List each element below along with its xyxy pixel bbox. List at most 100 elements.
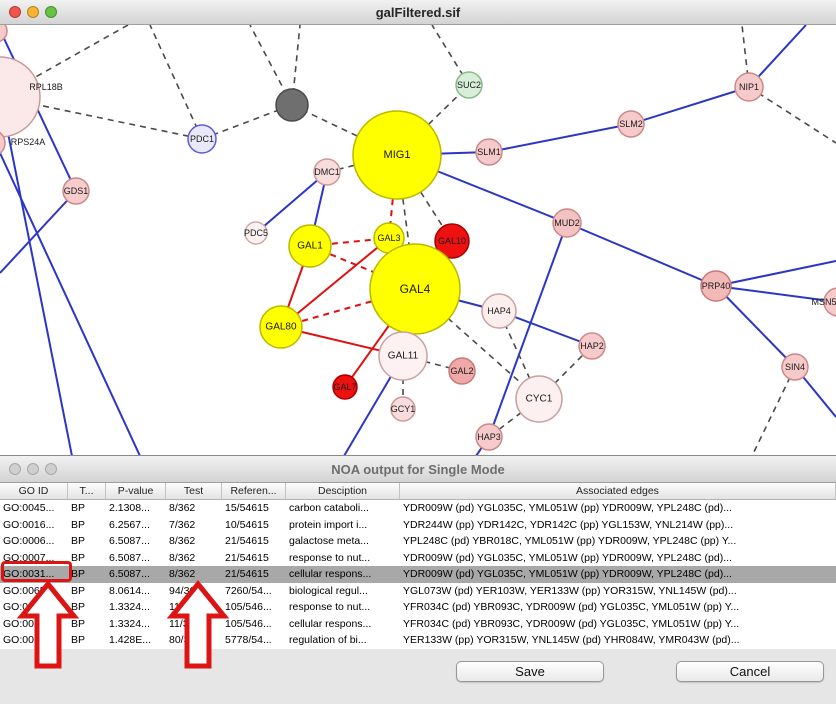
node-label: GDS1 — [64, 186, 89, 196]
node-GAL11[interactable] — [378, 331, 428, 381]
node-gray1[interactable] — [275, 88, 309, 122]
node-SIN4[interactable] — [781, 353, 809, 381]
graph-edge[interactable] — [566, 222, 717, 287]
node-GAL7[interactable] — [332, 374, 358, 400]
node-label: PRP40 — [702, 281, 731, 291]
noa-window-titlebar[interactable]: NOA output for Single Mode — [0, 456, 836, 483]
zoom-button[interactable] — [45, 463, 57, 475]
graph-edge[interactable] — [488, 222, 568, 438]
node-label: RPL18B — [29, 82, 63, 92]
graph-edge[interactable] — [715, 260, 836, 287]
graph-edge[interactable] — [0, 190, 77, 274]
minimize-button[interactable] — [27, 6, 39, 18]
graph-edge[interactable] — [748, 86, 836, 144]
node-label: PDC5 — [244, 228, 268, 238]
column-header-reference[interactable]: Referen... — [222, 483, 286, 499]
cell-associated-edges: YER133W (pp) YOR315W, YNL145W (pd) YHR08… — [403, 634, 740, 646]
node-NIP1[interactable] — [734, 72, 764, 102]
network-graph[interactable]: RPL18BRPS24AGDS1PDC1DMC1MIG1SUC2SLM1SLM2… — [0, 25, 836, 455]
graph-edge[interactable] — [751, 366, 796, 455]
column-header-description[interactable]: Desciption — [286, 483, 400, 499]
cell-go-id: GO:0007... — [3, 551, 55, 564]
node-HAP3[interactable] — [475, 423, 503, 451]
node-PDC5[interactable] — [244, 221, 268, 245]
cell-go-id: GO:0031... — [3, 601, 55, 613]
graph-edge[interactable] — [309, 245, 416, 290]
graph-edge[interactable] — [715, 285, 796, 368]
cell-reference: 5778/54... — [225, 634, 272, 646]
graph-edge[interactable] — [7, 132, 73, 455]
node-SLM1[interactable] — [475, 138, 503, 166]
zoom-button[interactable] — [45, 6, 57, 18]
close-button[interactable] — [9, 463, 21, 475]
node-GAL1[interactable] — [288, 224, 332, 268]
node-PDC1[interactable] — [187, 124, 217, 154]
network-window-titlebar[interactable]: galFiltered.sif — [0, 0, 836, 25]
graph-edge[interactable] — [715, 285, 836, 303]
cell-associated-edges: YDR009W (pd) YGL035C, YML051W (pp) YDR00… — [403, 568, 732, 580]
node-label: MUD2 — [554, 218, 580, 228]
node-GAL4[interactable] — [369, 243, 461, 335]
save-button[interactable]: Save — [456, 661, 604, 682]
node-HAP4[interactable] — [481, 293, 517, 329]
node-CYC1[interactable] — [515, 375, 563, 423]
node-label: GAL11 — [388, 351, 419, 362]
node-MSN5[interactable] — [823, 287, 836, 317]
node-label: HAP4 — [487, 306, 511, 316]
node-DMC1[interactable] — [313, 158, 341, 186]
node-GAL2[interactable] — [448, 357, 476, 385]
node-SUC2[interactable] — [455, 71, 483, 99]
node-GCY1[interactable] — [390, 396, 416, 422]
node-RPS24A[interactable] — [0, 130, 6, 156]
node-HAP2[interactable] — [578, 332, 606, 360]
graph-edge[interactable] — [630, 86, 750, 125]
cell-description: response to nut... — [289, 551, 371, 564]
node-SLM2[interactable] — [617, 110, 645, 138]
node-GDS1[interactable] — [62, 177, 90, 205]
node-corner[interactable] — [0, 25, 8, 43]
graph-edge[interactable] — [255, 171, 328, 234]
cell-p-value: 1.428E... — [109, 634, 152, 646]
graph-edge[interactable] — [0, 152, 141, 455]
column-header-p-value[interactable]: P-value — [106, 483, 166, 499]
cell-go-id: GO:0031... — [3, 568, 55, 580]
node-label: HAP2 — [580, 341, 604, 351]
column-header-go-id[interactable]: GO ID — [0, 483, 68, 499]
column-header-associated-edges[interactable]: Associated edges — [400, 483, 836, 499]
node-RPL18B[interactable] — [0, 56, 41, 138]
close-button[interactable] — [9, 6, 21, 18]
cell-go-id: GO:0050... — [3, 634, 55, 646]
node-label: HAP3 — [477, 432, 501, 442]
node-label: RPS24A — [11, 137, 46, 147]
cancel-button[interactable]: Cancel — [676, 661, 824, 682]
node-GAL10[interactable] — [434, 223, 470, 259]
graph-edge[interactable] — [488, 123, 632, 153]
column-header-type[interactable]: T... — [68, 483, 106, 499]
graph-edge[interactable] — [291, 104, 398, 156]
node-MUD2[interactable] — [552, 208, 582, 238]
column-header-test[interactable]: Test — [166, 483, 222, 499]
cell-type: BP — [71, 535, 86, 547]
node-label: GAL1 — [297, 241, 323, 252]
node-PRP40[interactable] — [700, 270, 732, 302]
graph-edge[interactable] — [280, 288, 416, 328]
minimize-button[interactable] — [27, 463, 39, 475]
cell-test: 8/362 — [169, 502, 196, 514]
graph-edge[interactable] — [149, 25, 203, 140]
cell-test: 8/362 — [169, 568, 196, 580]
node-GAL80[interactable] — [259, 305, 303, 349]
node-MIG1[interactable] — [352, 110, 442, 200]
graph-edge[interactable] — [280, 237, 390, 328]
